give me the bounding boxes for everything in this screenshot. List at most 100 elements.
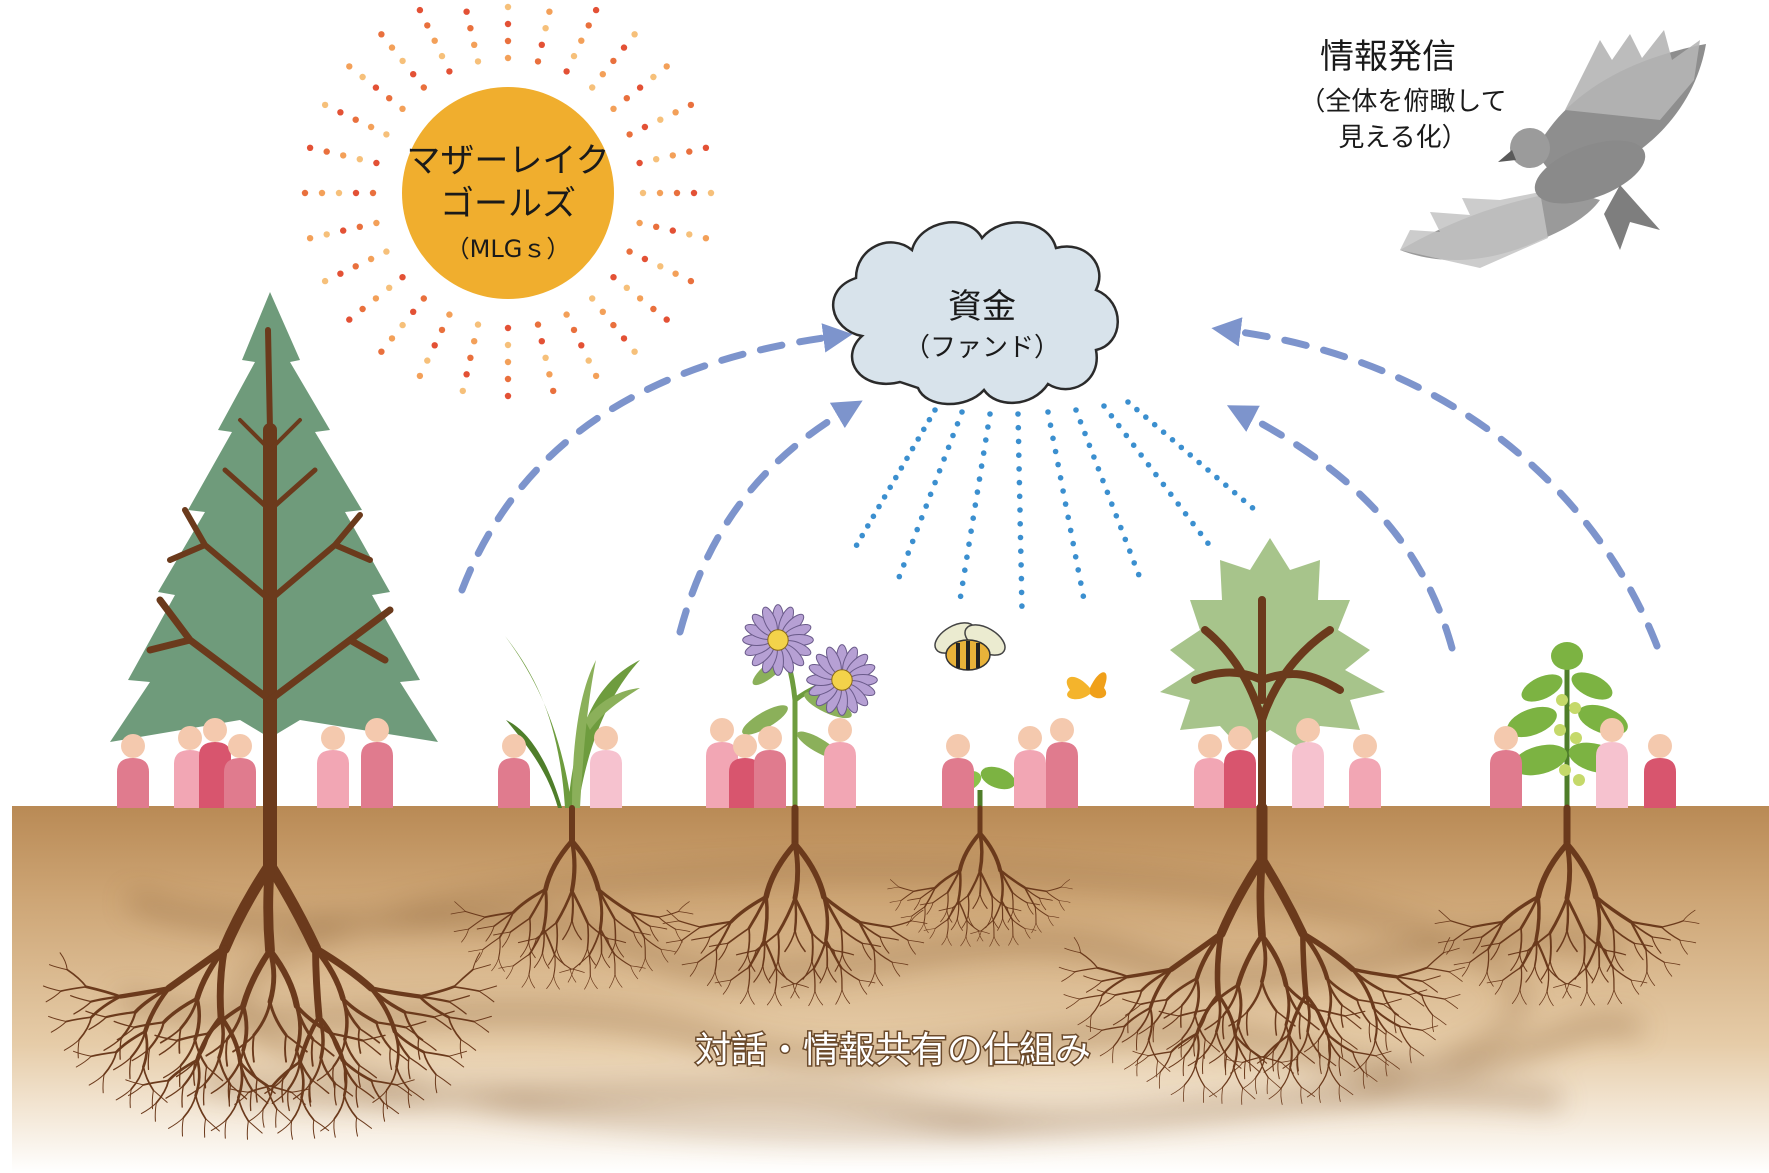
sun-ray-dot <box>388 44 396 51</box>
rain-dot <box>1109 501 1115 507</box>
rain-dot <box>1070 540 1076 547</box>
sun-ray-dot <box>550 387 557 395</box>
sun-ray-dot <box>383 248 390 255</box>
rain-dot <box>1143 414 1149 420</box>
soil-layer <box>12 806 1769 1173</box>
sun-disc <box>402 87 614 299</box>
rain-dot <box>904 455 910 462</box>
rain-dot <box>1130 442 1137 449</box>
sun-ray-dot <box>702 235 710 242</box>
sun-ray-dot <box>636 295 644 302</box>
person-icon <box>729 734 761 808</box>
sun-ray-dot <box>534 58 542 65</box>
aster-flower <box>742 604 814 676</box>
rain-dot <box>1017 521 1023 527</box>
sun-ray-dot <box>504 358 512 366</box>
sun-ray-dot <box>463 8 470 15</box>
sun-ray-dot <box>639 189 647 197</box>
person-icon <box>498 734 530 808</box>
sun-ray-dot <box>373 159 380 167</box>
broadleaf-tree <box>1160 538 1385 812</box>
rain-dot <box>1077 419 1084 425</box>
sun-ray-dot <box>504 37 512 45</box>
broadleaf-foliage <box>1160 538 1385 748</box>
rain-dot <box>1018 548 1024 554</box>
sun-ray-dot <box>657 263 664 270</box>
eagle-subtitle-line1: （全体を俯瞰して <box>1299 87 1506 117</box>
rain-dot <box>1182 511 1189 517</box>
rain-dot <box>1073 407 1079 413</box>
rain-dot <box>921 426 927 433</box>
rain-dot <box>932 479 938 486</box>
sun-ray-dot <box>410 71 417 78</box>
rain-dot <box>950 432 956 439</box>
sun: マザーレイク ゴールズ （MLGｓ） <box>301 3 715 400</box>
sun-ray-dot <box>650 305 657 313</box>
person-icon <box>942 734 974 808</box>
person-icon <box>361 718 393 808</box>
sun-ray-dot <box>474 58 482 65</box>
rain-dot <box>932 407 938 413</box>
sun-ray-dot <box>386 284 393 291</box>
rain-dot <box>1197 530 1204 537</box>
sun-ray-dot <box>631 31 638 38</box>
sun-ray-dot <box>687 101 695 109</box>
rain-dot <box>1057 475 1064 481</box>
sun-ray-dot <box>563 68 570 75</box>
sun-ray-dot <box>686 148 693 155</box>
sun-title-line1: マザーレイク <box>406 141 609 181</box>
rain-dot <box>1123 432 1130 439</box>
rain-dot <box>957 593 964 600</box>
butterfly-icon <box>1066 672 1107 700</box>
rain-dot <box>870 513 877 520</box>
sun-ray-dot <box>424 357 431 364</box>
sun-ray-dot <box>599 308 606 315</box>
person-icon <box>174 726 206 808</box>
rain-dot <box>901 562 907 568</box>
sun-ray-dot <box>687 277 695 285</box>
rain-dot <box>1100 477 1106 484</box>
sun-ray-dot <box>631 348 638 355</box>
sun-ray-dot <box>504 392 512 400</box>
sun-ray-dot <box>386 95 393 102</box>
sun-ray-dot <box>367 123 375 131</box>
root-network <box>118 865 1643 1135</box>
rain-dot <box>968 528 974 534</box>
sun-ray-dot <box>669 227 676 234</box>
person-icon <box>224 734 256 808</box>
rain-dot <box>1118 524 1124 531</box>
sun-ray-dot <box>420 84 427 91</box>
sun-ray-dot <box>589 84 596 91</box>
sun-ray-dot <box>542 25 549 32</box>
sun-ray-dot <box>373 219 380 227</box>
rain-dot <box>962 567 968 573</box>
rain-dot <box>1075 567 1081 573</box>
sun-title-line2: ゴールズ <box>440 184 576 224</box>
sun-ray-dot <box>620 44 628 51</box>
sun-subtitle: （MLGｓ） <box>446 235 571 263</box>
person-icon <box>1349 734 1381 808</box>
rain-dot <box>1015 438 1022 445</box>
sun-ray-dot <box>346 63 353 70</box>
rain-dot <box>1145 462 1152 468</box>
rain-dot <box>966 541 972 547</box>
sun-ray-dot <box>534 321 542 328</box>
person-icon <box>1490 726 1522 808</box>
sun-ray-dot <box>467 25 474 32</box>
sun-ray-dot <box>318 189 326 197</box>
sun-ray-dot <box>367 255 375 263</box>
rain-dot <box>1072 554 1079 560</box>
rain-dot <box>1104 489 1111 496</box>
sun-ray-dot <box>578 37 585 44</box>
rain-dot <box>896 573 903 580</box>
sun-ray-dot <box>335 189 343 197</box>
person-icon <box>1046 718 1078 808</box>
person-icon <box>1596 718 1628 808</box>
rain-dot <box>1016 479 1023 486</box>
sun-ray-dot <box>323 148 330 155</box>
sun-ray-dot <box>504 3 512 11</box>
sun-ray-dot <box>337 270 344 277</box>
rain-dot <box>1065 514 1071 521</box>
sun-ray-dot <box>463 371 470 378</box>
sun-ray-dot <box>359 305 366 313</box>
